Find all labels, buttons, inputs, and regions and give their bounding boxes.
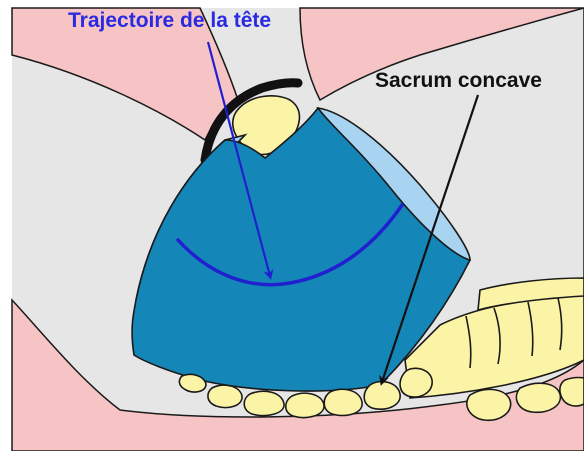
coccyx-bone-3 [324, 389, 362, 415]
coccyx-bone-1 [400, 368, 432, 397]
vertebra-lower-1 [467, 389, 511, 420]
coccyx-bone-4 [286, 393, 324, 417]
coccyx-bone-5 [244, 391, 284, 415]
coccyx-tip [179, 374, 206, 392]
coccyx-bone-2 [364, 382, 400, 410]
coccyx-bone-6 [208, 385, 242, 407]
sacrum-label: Sacrum concave [375, 70, 542, 91]
trajectory-label: Trajectoire de la tête [68, 10, 271, 31]
vertebra-lower-2 [516, 383, 560, 412]
